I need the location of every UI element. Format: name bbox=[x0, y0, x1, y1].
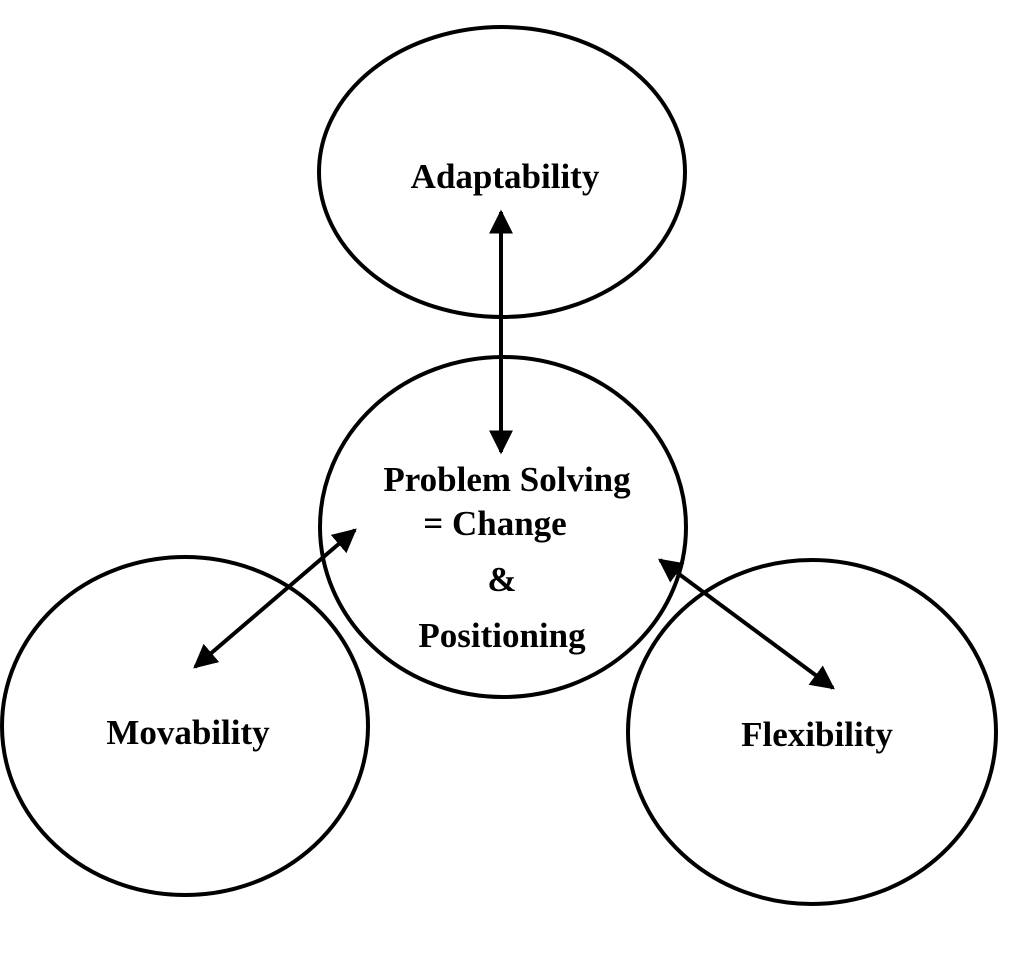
flexibility-label: Flexibility bbox=[741, 715, 893, 754]
arrow-center-right bbox=[658, 558, 835, 690]
center-label-line-4: Positioning bbox=[418, 616, 586, 655]
center-label-line-2: = Change bbox=[423, 504, 566, 543]
center-label-line-3: & bbox=[487, 560, 516, 599]
movability-label: Movability bbox=[106, 713, 270, 752]
movability-node bbox=[0, 555, 370, 897]
center-label-line-1: Problem Solving bbox=[383, 460, 631, 499]
adaptability-label: Adaptability bbox=[411, 157, 600, 196]
arrow-center-left bbox=[193, 528, 357, 669]
